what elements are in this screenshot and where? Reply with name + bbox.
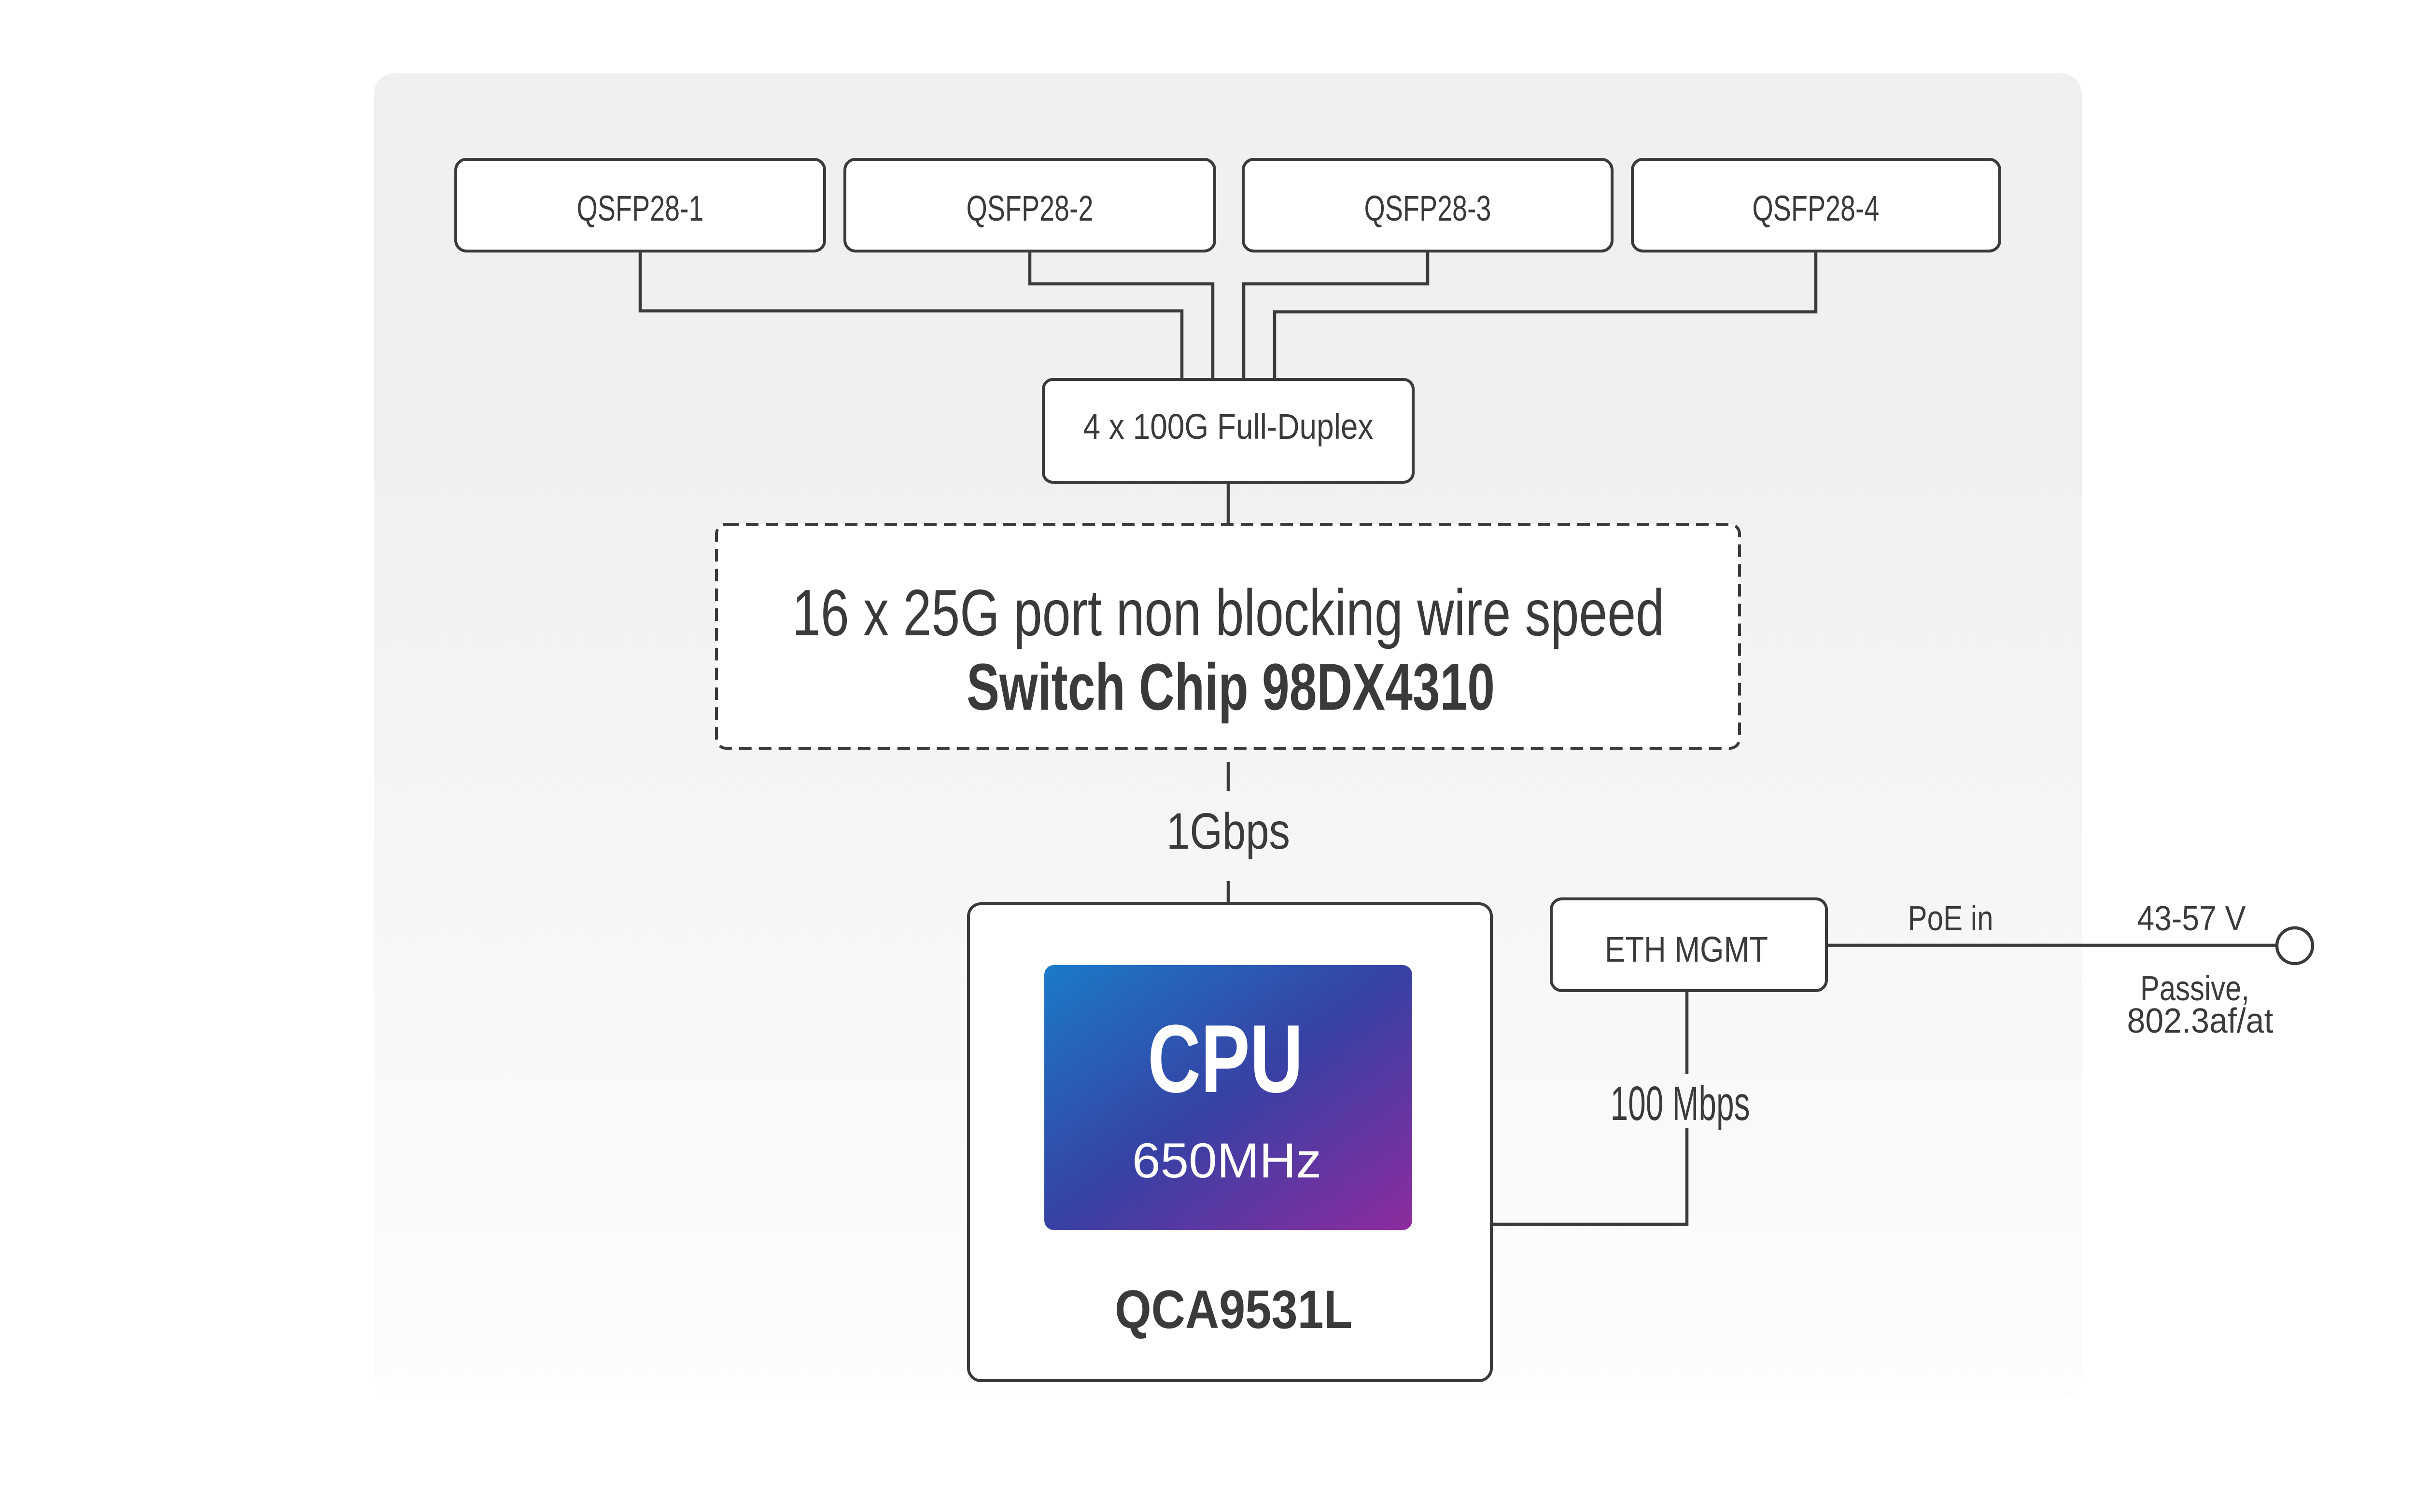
svg-text:1Gbps: 1Gbps: [1166, 803, 1290, 860]
svg-text:43-57 V: 43-57 V: [2137, 899, 2246, 938]
svg-text:Switch Chip 98DX4310: Switch Chip 98DX4310: [967, 650, 1495, 724]
svg-text:4 x 100G Full-Duplex: 4 x 100G Full-Duplex: [1083, 406, 1374, 447]
svg-text:CPU: CPU: [1148, 1005, 1303, 1113]
svg-text:100 Mbps: 100 Mbps: [1611, 1077, 1750, 1131]
svg-text:ETH MGMT: ETH MGMT: [1605, 929, 1768, 969]
svg-text:QSFP28-1: QSFP28-1: [577, 188, 704, 228]
svg-text:16 x 25G port non blocking wir: 16 x 25G port non blocking wire speed: [792, 576, 1664, 649]
svg-text:QSFP28-4: QSFP28-4: [1753, 188, 1880, 228]
svg-text:PoE in: PoE in: [1908, 899, 1993, 938]
svg-text:QCA9531L: QCA9531L: [1115, 1279, 1352, 1340]
svg-text:Passive,: Passive,: [2140, 969, 2249, 1008]
svg-text:QSFP28-3: QSFP28-3: [1364, 188, 1491, 228]
svg-text:802.3af/at: 802.3af/at: [2127, 1002, 2274, 1040]
svg-text:QSFP28-2: QSFP28-2: [967, 188, 1094, 228]
svg-text:650MHz: 650MHz: [1132, 1133, 1321, 1188]
